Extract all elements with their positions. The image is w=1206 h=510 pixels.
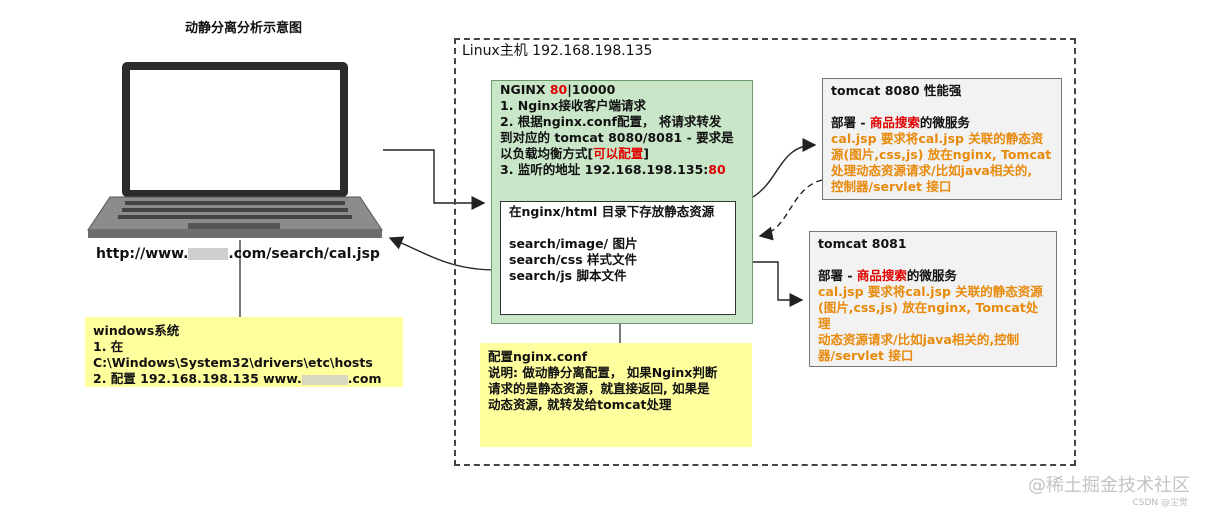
tomcat1-title: tomcat 8080 性能强 xyxy=(831,83,962,98)
static-line-1: 在nginx/html 目录下存放静态资源 xyxy=(509,204,715,219)
tomcat1-deploy-suffix: 的微服务 xyxy=(919,115,970,130)
static-resources-box: 在nginx/html 目录下存放静态资源 search/image/ 图片 s… xyxy=(500,201,736,315)
tomcat2-title: tomcat 8081 xyxy=(818,236,907,251)
tomcat1-deploy-prefix: 部署 - xyxy=(831,115,870,130)
nginx-lb-close: ] xyxy=(643,146,649,161)
tomcat2-line-2: (图片,css,js) 放在nginx, Tomcat处理 xyxy=(818,300,1039,331)
watermark-small: CSDN @尘觉 xyxy=(1132,498,1188,508)
nginx-name: NGINX xyxy=(500,82,550,97)
tomcat2-line-3: 动态资源请求/比如java相关的,控制 xyxy=(818,332,1020,347)
nginx-line-2: 1. Nginx接收客户端请求 xyxy=(500,98,646,113)
windows-note-line-3: 2. 配置 192.168.198.135 www. .com xyxy=(93,371,395,387)
windows-note-line-2: 1. 在C:\Windows\System32\drivers\etc\host… xyxy=(93,339,373,370)
nginx-listen-port: 80 xyxy=(708,162,726,177)
windows-note-line-1: windows系统 xyxy=(93,323,180,338)
tomcat2-deploy-prefix: 部署 - xyxy=(818,268,857,283)
tomcat1-service-name: 商品搜索 xyxy=(869,115,920,130)
linux-host-box xyxy=(454,38,1076,466)
nginx-line-1: NGINX 80|10000 xyxy=(500,82,744,98)
tomcat1-line-3: 处理动态资源请求/比如java相关的, xyxy=(831,163,1033,178)
tomcat2-deploy: 部署 - 商品搜索的微服务 xyxy=(818,268,1048,284)
redacted-domain xyxy=(301,374,348,385)
url-suffix: .com/search/cal.jsp xyxy=(228,246,380,262)
to-tomcat1-arrow xyxy=(752,138,817,198)
static-line-2: search/image/ 图片 xyxy=(509,236,638,251)
conf-note-line-4: 动态资源, 就转发给tomcat处理 xyxy=(488,397,672,412)
client-url: http://www. .com/search/cal.jsp xyxy=(96,246,380,262)
nginx-line-6: 3. 监听的地址 192.168.198.135:80 xyxy=(500,162,744,178)
from-tomcat1-arrow xyxy=(758,179,823,241)
tomcat2-deploy-suffix: 的微服务 xyxy=(906,268,957,283)
diagram-title: 动静分离分析示意图 xyxy=(185,21,303,36)
response-arrow xyxy=(388,236,498,271)
nginx-port-alt: |10000 xyxy=(567,82,616,97)
nginx-lb-text: 以负载均衡方式[ xyxy=(500,146,594,161)
tomcat-8081-box: tomcat 8081 部署 - 商品搜索的微服务 cal.jsp 要求将cal… xyxy=(809,231,1057,367)
to-tomcat2-arrow xyxy=(753,261,804,307)
linux-host-title: Linux主机 192.168.198.135 xyxy=(462,43,653,59)
conf-note-line-1: 配置nginx.conf xyxy=(488,349,588,364)
request-arrow xyxy=(383,149,486,210)
nginx-box: NGINX 80|10000 1. Nginx接收客户端请求 2. 根据ngin… xyxy=(491,80,753,324)
nginx-listen-addr: 3. 监听的地址 192.168.198.135: xyxy=(500,162,709,177)
tomcat2-line-4: 器/servlet 接口 xyxy=(818,348,914,363)
nginx-line-3: 2. 根据nginx.conf配置， 将请求转发 xyxy=(500,114,722,129)
tomcat1-line-2: 源(图片,css,js) 放在nginx, Tomcat xyxy=(831,147,1052,162)
static-line-4: search/js 脚本文件 xyxy=(509,268,627,283)
nginx-port: 80 xyxy=(549,82,568,97)
windows-hosts-note: windows系统 1. 在C:\Windows\System32\driver… xyxy=(85,317,403,387)
tomcat1-line-4: 控制器/servlet 接口 xyxy=(831,179,952,194)
laptop-icon xyxy=(87,62,383,238)
redacted-url-part xyxy=(188,248,229,260)
nginx-line-5: 以负载均衡方式[可以配置] xyxy=(500,146,744,162)
conf-note-line-2: 说明: 做动静分离配置， 如果Nginx判断 xyxy=(488,365,718,380)
watermark: @稀土掘金技术社区 xyxy=(1028,475,1190,496)
nginx-conf-note: 配置nginx.conf 说明: 做动静分离配置， 如果Nginx判断 请求的是… xyxy=(480,343,752,447)
static-line-3: search/css 样式文件 xyxy=(509,252,638,267)
tomcat2-service-name: 商品搜索 xyxy=(856,268,907,283)
windows-note-host-suffix: .com xyxy=(347,371,382,386)
windows-note-host-prefix: 2. 配置 192.168.198.135 www. xyxy=(93,371,302,386)
tomcat1-deploy: 部署 - 商品搜索的微服务 xyxy=(831,115,1053,131)
nginx-line-4: 到对应的 tomcat 8080/8081 - 要求是 xyxy=(500,130,734,145)
tomcat-8080-box: tomcat 8080 性能强 部署 - 商品搜索的微服务 cal.jsp 要求… xyxy=(822,78,1062,200)
nginx-configurable: 可以配置 xyxy=(593,146,644,161)
url-prefix: http://www. xyxy=(96,246,189,262)
tomcat1-line-1: cal.jsp 要求将cal.jsp 关联的静态资 xyxy=(831,131,1044,146)
tomcat2-line-1: cal.jsp 要求将cal.jsp 关联的静态资源 xyxy=(818,284,1043,299)
conf-note-line-3: 请求的是静态资源，就直接返回, 如果是 xyxy=(488,381,710,396)
